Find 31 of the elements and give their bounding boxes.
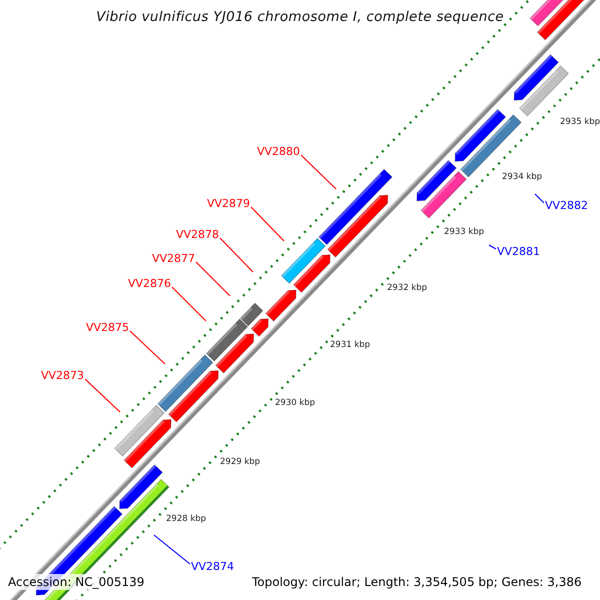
tick-label: 2933 kbp [444, 227, 484, 237]
gene-label: VV2881 [497, 245, 540, 258]
gene-label: VV2877 [152, 252, 195, 265]
footer-text: Accession: NC_005139 [6, 574, 146, 590]
leader-line [300, 154, 336, 190]
footer-text: Topology: circular; Length: 3,354,505 bp; Genes: 3,386 [250, 574, 584, 590]
tick-label: 2934 kbp [502, 172, 542, 182]
gene-label: VV2873 [40, 369, 84, 382]
leader-line [488, 244, 496, 250]
title: Vibrio vulnificus YJ016 chromosome I, complete sequence [95, 9, 505, 25]
tick-label: 2930 kbp [275, 398, 316, 408]
gene-label: VV2878 [176, 228, 219, 241]
gene-label: VV2882 [545, 199, 588, 212]
tick-label: 2929 kbp [220, 457, 260, 467]
tick-label: 2932 kbp [387, 283, 428, 293]
leader-line [154, 534, 190, 564]
leader-line [220, 238, 254, 272]
gene-label: VV2875 [86, 321, 129, 334]
gene-label: VV2874 [191, 560, 234, 573]
leader-line [172, 286, 206, 322]
gene-label: VV2879 [206, 197, 250, 210]
tick-label: 2928 kbp [166, 514, 206, 524]
tick-label: 2935 kbp [560, 117, 600, 127]
gene-label: VV2880 [256, 145, 300, 158]
gene-label: VV2876 [128, 277, 171, 290]
leader-line [130, 330, 166, 364]
leader-line [84, 378, 120, 412]
leader-line [196, 262, 230, 296]
leader-line [534, 194, 544, 204]
tick-label: 2931 kbp [330, 340, 370, 350]
leader-line [250, 206, 284, 242]
